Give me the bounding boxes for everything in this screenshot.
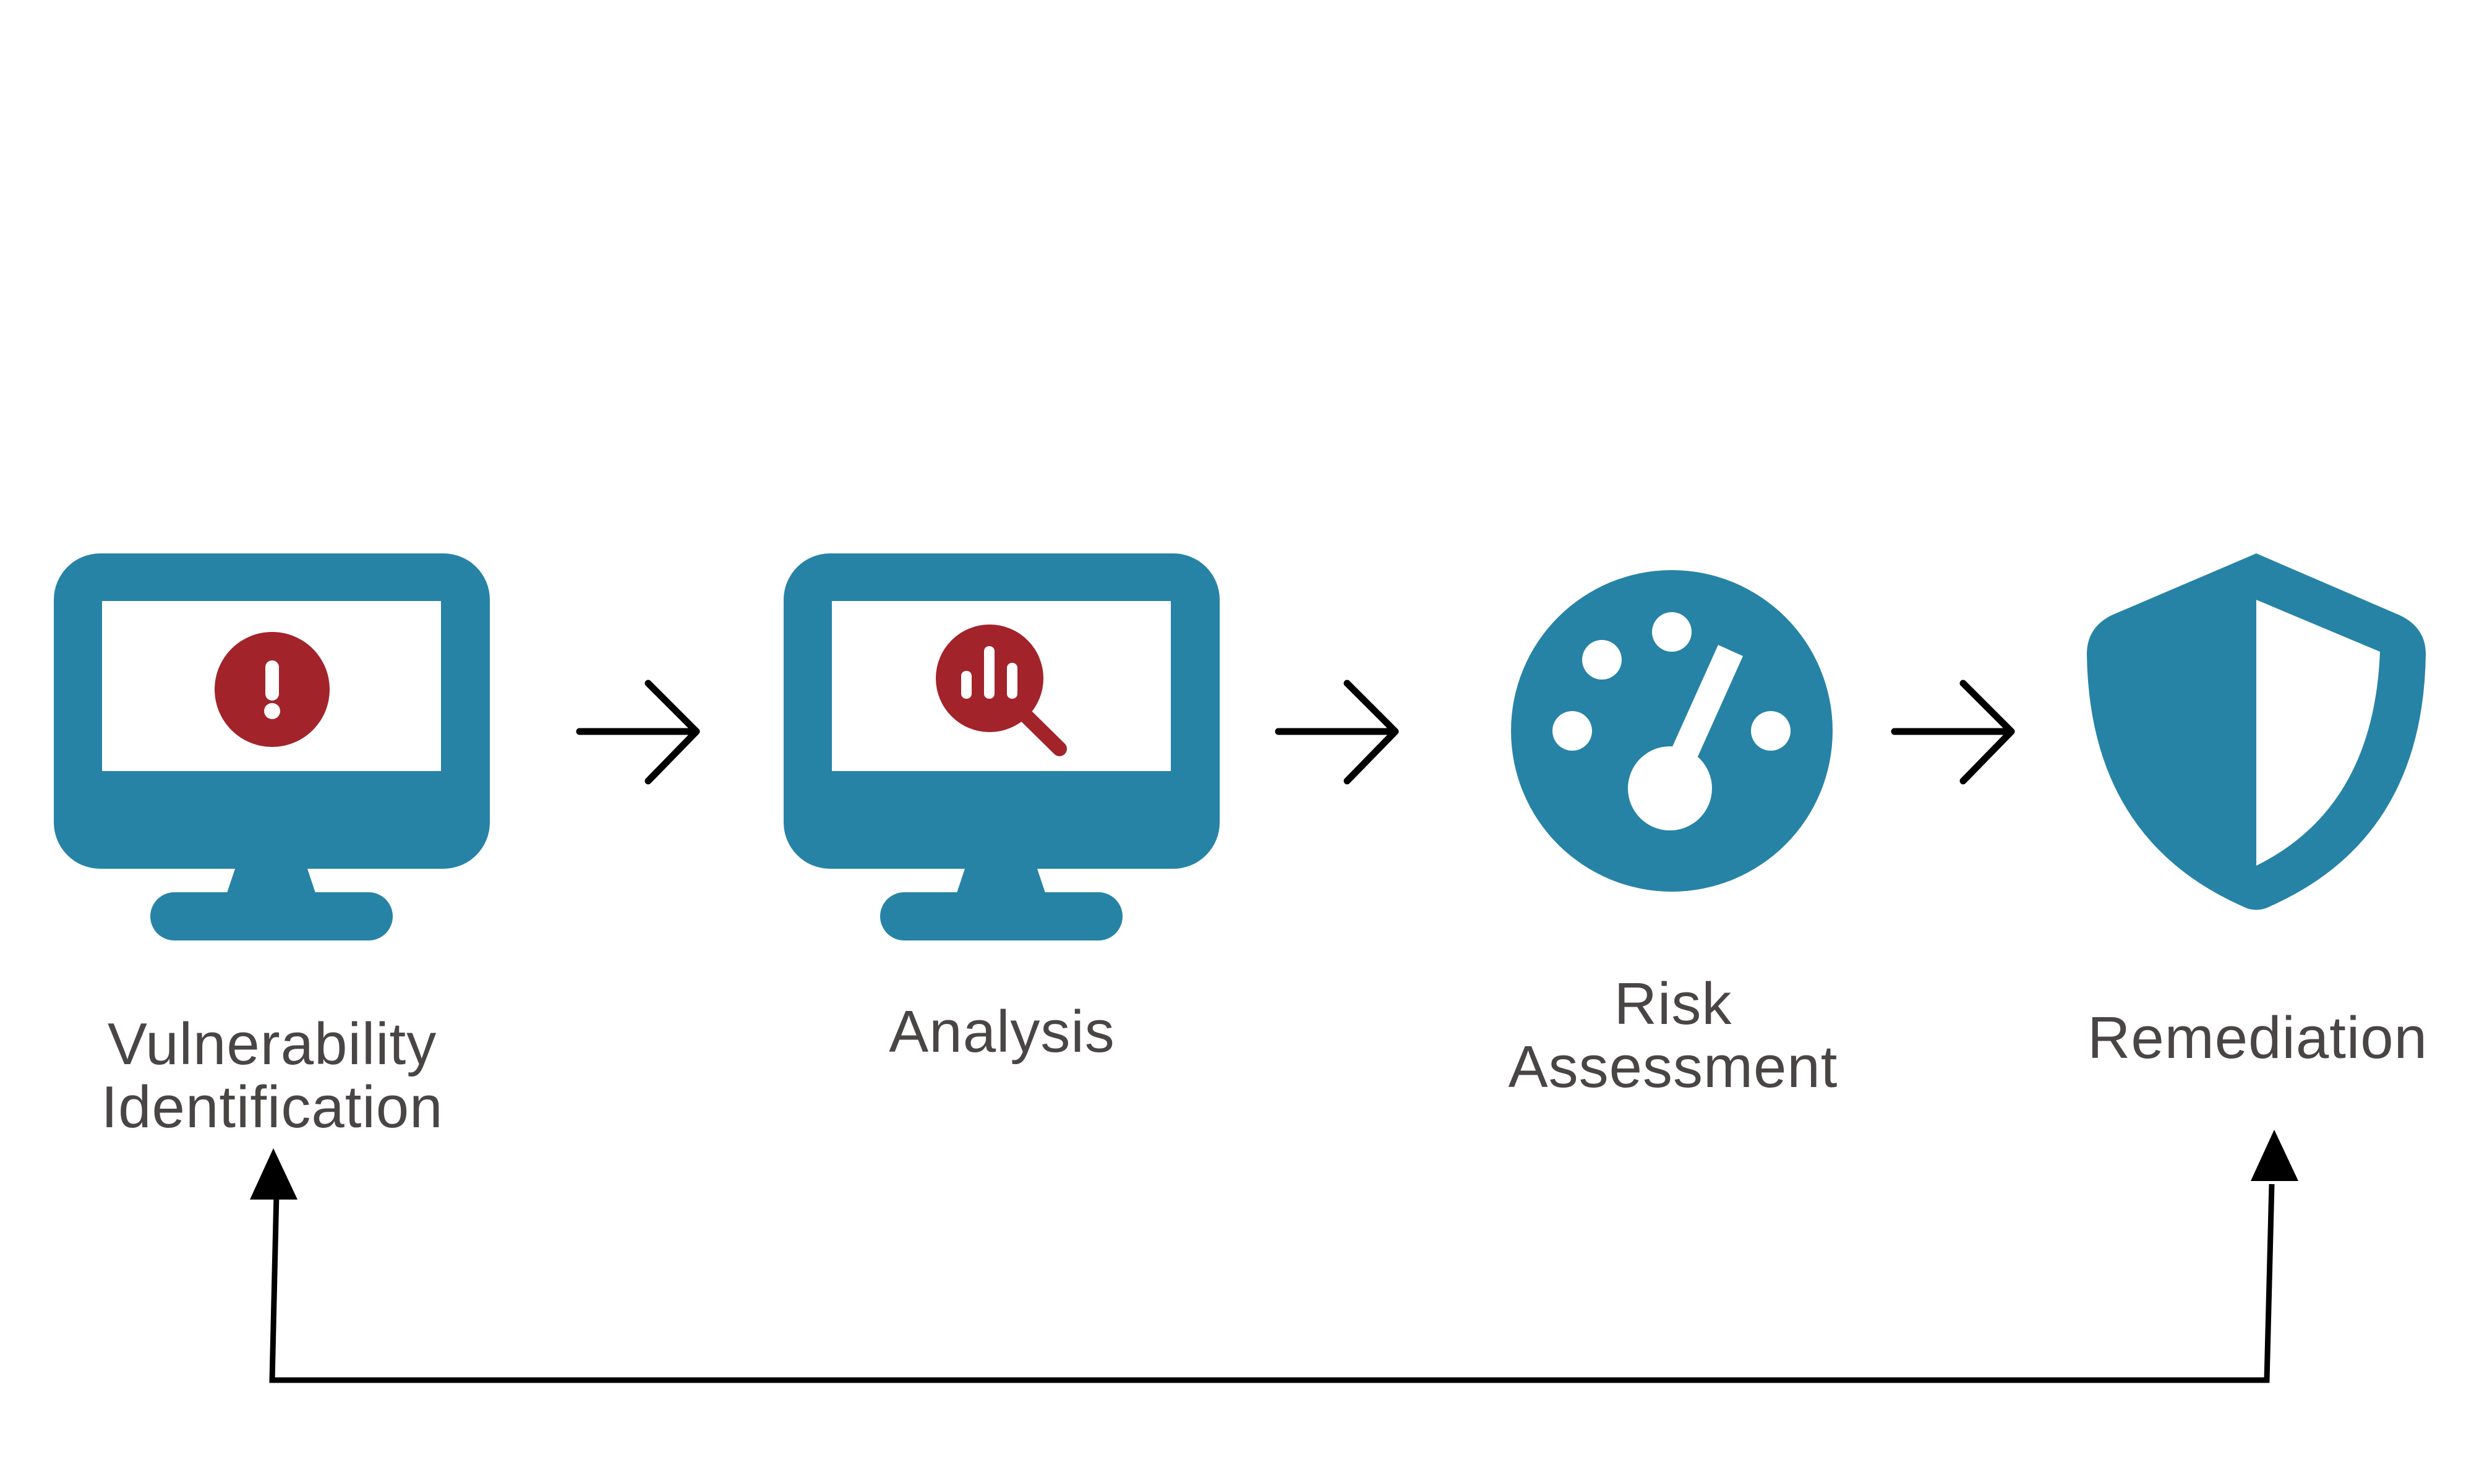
arrow-risk-to-remediation — [1891, 680, 2015, 785]
shield-icon — [2087, 553, 2426, 910]
monitor-alert-icon — [54, 553, 490, 940]
step-label-line: Analysis — [889, 999, 1115, 1065]
loop-arrowhead-right — [2251, 1130, 2298, 1181]
step-label-line: Identification — [101, 1073, 443, 1140]
step-label-line: Vulnerability — [107, 1011, 437, 1077]
loop-arrowhead-left — [250, 1148, 297, 1200]
arrow-identification-to-analysis — [576, 680, 700, 785]
step-label-line: Assessment — [1508, 1033, 1838, 1100]
gauge-icon — [1511, 570, 1833, 892]
step-label-line: Risk — [1614, 971, 1732, 1037]
step-label-risk-assessment: Risk Assessment — [1487, 973, 1859, 1099]
step-label-remediation: Remediation — [2072, 1007, 2443, 1070]
feedback-loop-connector — [250, 1130, 2298, 1383]
step-label-analysis: Analysis — [816, 1000, 1188, 1064]
step-label-line: Remediation — [2087, 1005, 2428, 1071]
arrow-analysis-to-risk — [1275, 680, 1399, 785]
magnifier-chart-icon — [936, 625, 1067, 756]
monitor-analytics-icon — [784, 553, 1220, 940]
step-label-vulnerability-identification: Vulnerability Identification — [87, 1013, 458, 1139]
